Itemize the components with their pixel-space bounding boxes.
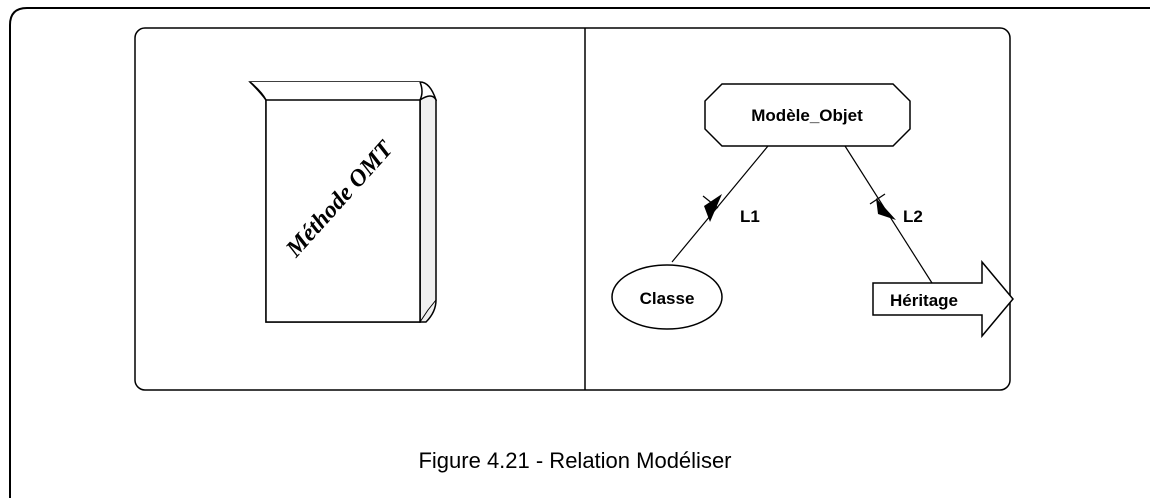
figure-caption: Figure 4.21 - Relation Modéliser [418, 448, 732, 473]
node-classe-label: Classe [640, 289, 695, 308]
node-classe [611, 264, 723, 330]
book-cover [265, 99, 421, 323]
node-heritage-label: Héritage [890, 291, 958, 310]
node-modele-objet [704, 83, 911, 147]
link-label-l2: L2 [903, 207, 923, 226]
link-line-l1 [671, 145, 769, 263]
node-heritage [872, 259, 1014, 339]
link-label-l1: L1 [740, 207, 760, 226]
book-spine [419, 95, 437, 323]
link-arrow-l1 [704, 194, 722, 222]
link-arrow-l2 [876, 198, 896, 220]
node-modele-objet-label: Modèle_Objet [751, 106, 863, 125]
link-tick-l2 [869, 193, 886, 205]
outer-frame [9, 7, 1150, 498]
book-icon: Méthode OMT [248, 81, 438, 323]
book-page-edge [419, 299, 437, 323]
